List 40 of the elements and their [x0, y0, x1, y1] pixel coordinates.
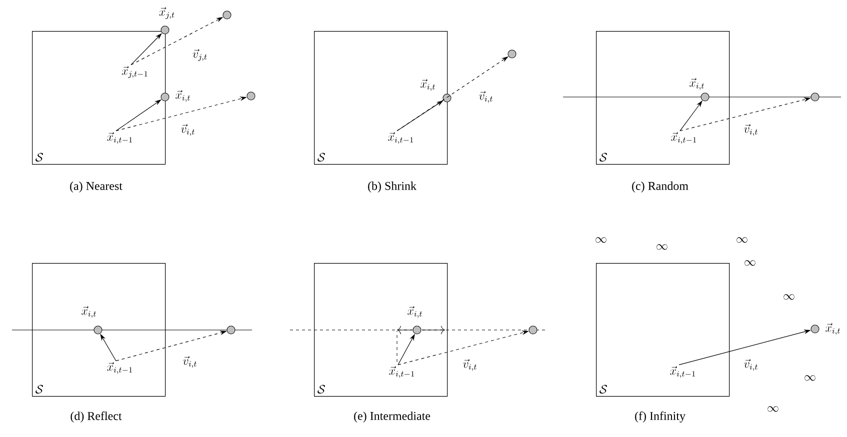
panel-caption: (d) Reflect	[70, 412, 122, 422]
point-label: $\vec{x}_{i,t}$	[176, 90, 190, 102]
edge-label: $\vec{v}_{j,t}$	[192, 48, 208, 62]
point-label: $\vec{x}_{i,t}$	[690, 78, 704, 90]
panel-caption: (b) Shrink	[368, 182, 416, 192]
infinity-symbol: $\infty$	[596, 237, 606, 243]
edge-label: $\vec{v}_{i,t}$	[462, 358, 478, 372]
edge-label: $\vec{v}_{i,t}$	[743, 358, 759, 372]
infinity-symbol: $\infty$	[744, 260, 756, 266]
point-label: $\vec{x}_{i,t}$	[82, 306, 96, 318]
edge-label: $\vec{v}_{i,t}$	[182, 356, 198, 368]
point-label: $\vec{x}_{i,t-1}$	[107, 132, 132, 144]
panel-caption: (e) Intermediate	[354, 412, 430, 422]
point-circle	[508, 50, 516, 58]
point-circle	[810, 92, 820, 102]
infinity-symbol: $\infty$	[736, 237, 748, 243]
edge-label: $\vec{v}_{i,t}$	[743, 124, 759, 136]
infinity-symbol: $\infty$	[784, 294, 794, 300]
panel-caption: (a) Nearest	[70, 182, 122, 192]
infinity-symbol: $\infty$	[768, 406, 778, 412]
point-circle	[528, 326, 538, 334]
point-label: $\vec{x}_{i,t-1}$	[388, 132, 413, 144]
point-label: $\vec{x}_{j,t-1}$	[122, 66, 148, 78]
point-label: $\vec{x}_{i,t-1}$	[670, 366, 695, 378]
point-label: $\vec{x}_{i,t-1}$	[107, 362, 132, 374]
edge-label: $\vec{v}_{i,t}$	[478, 90, 494, 104]
point-label: $\vec{x}_{i,t}$	[420, 79, 435, 91]
point-label: $\vec{x}_{j,t}$	[159, 7, 174, 20]
infinity-symbol: $\infty$	[656, 244, 668, 250]
point-label: $\vec{x}_{i,t}$	[408, 306, 422, 318]
point-label: $\vec{x}_{i,t}$	[826, 323, 840, 335]
panel-caption: (c) Random	[632, 182, 688, 192]
point-circle	[246, 92, 256, 100]
point-circle	[222, 10, 232, 20]
point-circle	[226, 326, 236, 334]
point-label: $\vec{x}_{i,t-1}$	[389, 366, 414, 378]
infinity-symbol: $\infty$	[804, 375, 816, 381]
edge-label: $\vec{v}_{i,t}$	[180, 124, 196, 136]
point-label: $\vec{x}_{i,t-1}$	[671, 132, 696, 144]
panel-caption: (f) Infinity	[635, 411, 686, 423]
